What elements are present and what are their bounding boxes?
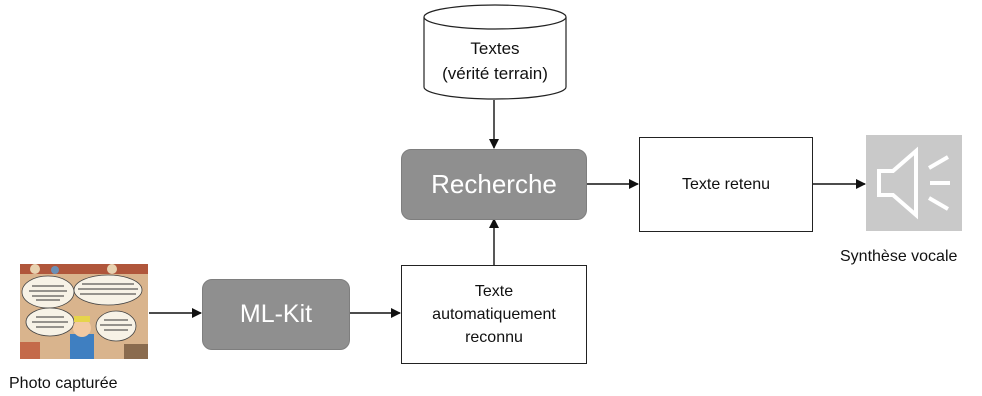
- synthese-caption: Synthèse vocale: [840, 248, 958, 265]
- texte-retenu-label: Texte retenu: [681, 175, 771, 193]
- photo-caption: Photo capturée: [9, 375, 118, 392]
- speaker-glyph: [877, 146, 950, 220]
- mlkit-label: ML-Kit: [239, 300, 313, 328]
- mlkit-node: ML-Kit: [202, 279, 350, 350]
- database-label-line2: (vérité terrain): [442, 64, 548, 83]
- texte-reconnu-node: Texte automatiquement reconnu: [401, 265, 587, 364]
- recherche-label: Recherche: [431, 169, 557, 199]
- recherche-node: Recherche: [401, 149, 587, 220]
- texte-retenu-node: Texte retenu: [639, 137, 813, 232]
- database-label: Textes (vérité terrain): [424, 36, 566, 86]
- comic-photo-image: [20, 264, 148, 359]
- texte-reconnu-line1: Texte: [474, 283, 514, 300]
- database-label-line1: Textes: [470, 39, 520, 58]
- texte-reconnu-line3: reconnu: [465, 329, 523, 346]
- texte-reconnu-line2: automatiquement: [432, 306, 556, 323]
- speaker-icon: [866, 135, 962, 231]
